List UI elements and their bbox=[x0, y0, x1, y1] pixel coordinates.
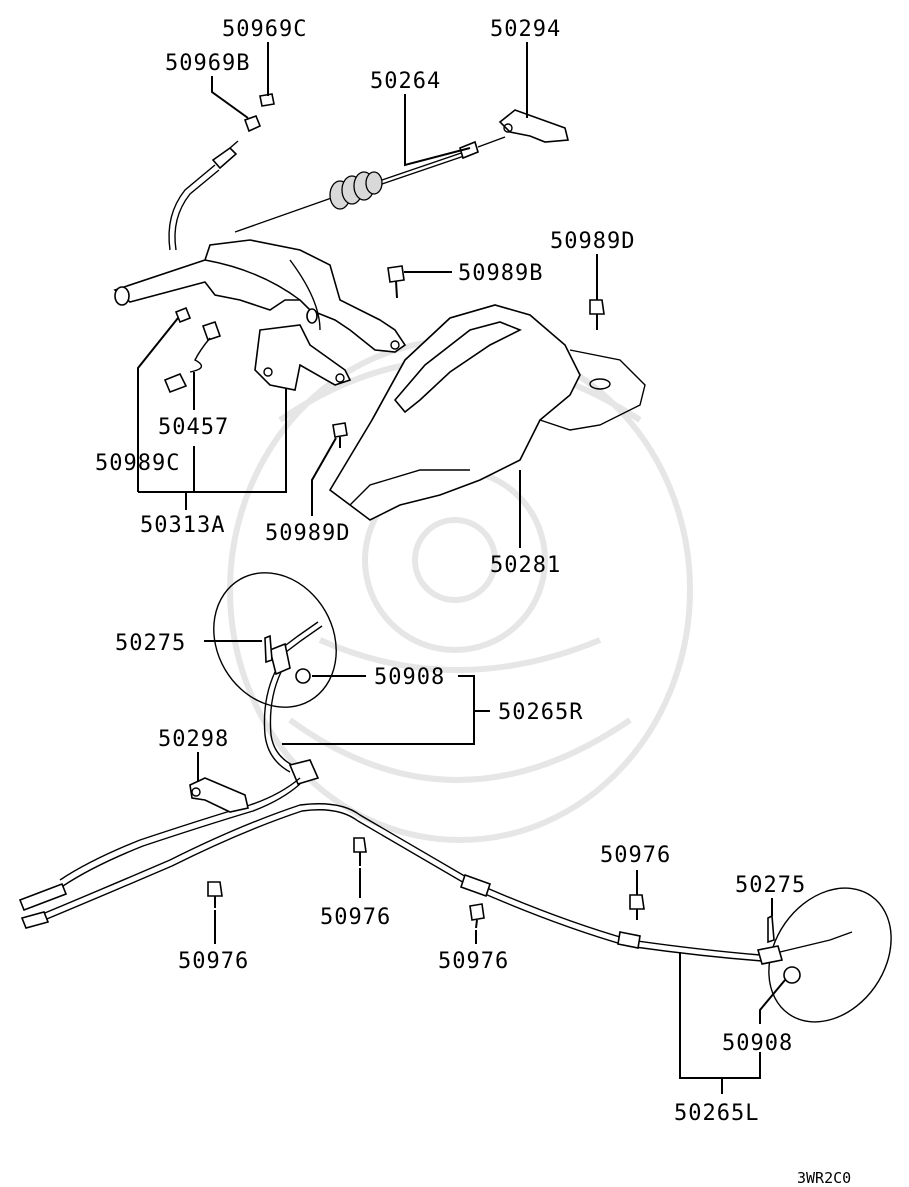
detail-circle-left bbox=[213, 572, 337, 708]
label-50294: 50294 bbox=[490, 17, 561, 42]
label-50969C: 50969C bbox=[222, 17, 307, 42]
label-50275-right: 50275 bbox=[735, 873, 806, 898]
label-50969B: 50969B bbox=[165, 51, 250, 76]
grommet-50908-right bbox=[783, 966, 801, 984]
bolt-50976-a bbox=[207, 881, 223, 908]
label-50976-b: 50976 bbox=[320, 905, 391, 930]
rear-cable-right-50265R bbox=[18, 621, 323, 912]
label-50976-c: 50976 bbox=[438, 949, 509, 974]
label-50313A: 50313A bbox=[140, 513, 225, 538]
front-cable-50264 bbox=[234, 136, 506, 233]
label-50989B: 50989B bbox=[458, 261, 543, 286]
label-50265R: 50265R bbox=[498, 700, 583, 725]
bolt-50976-b bbox=[353, 837, 367, 866]
diagram-code: 3WR2C0 bbox=[797, 1169, 851, 1187]
clip-50275-right bbox=[767, 914, 775, 944]
label-50908-right: 50908 bbox=[722, 1031, 793, 1056]
label-50281: 50281 bbox=[490, 553, 561, 578]
label-50989D-top: 50989D bbox=[550, 229, 635, 254]
bolt-50989B bbox=[387, 265, 405, 299]
bolt-50989D-mid bbox=[332, 422, 348, 448]
label-50275-left: 50275 bbox=[115, 631, 186, 656]
rear-cable-left-50265L bbox=[20, 803, 853, 965]
label-50976-d: 50976 bbox=[600, 843, 671, 868]
clip-50275-left bbox=[264, 634, 273, 664]
bolt-50989D-top bbox=[589, 299, 605, 330]
clip-50969B bbox=[243, 114, 262, 133]
bracket-50298 bbox=[189, 777, 249, 813]
label-50457: 50457 bbox=[158, 415, 229, 440]
equalizer-50294 bbox=[498, 109, 570, 143]
bolt-50989C bbox=[174, 306, 192, 324]
grommet-50908-left bbox=[295, 668, 311, 684]
label-50265L: 50265L bbox=[674, 1101, 759, 1126]
lever-cable-end bbox=[168, 140, 239, 251]
brake-switch-50457 bbox=[163, 320, 222, 394]
label-50264: 50264 bbox=[370, 69, 441, 94]
label-50976-a: 50976 bbox=[178, 949, 249, 974]
detail-circle-right bbox=[768, 887, 892, 1023]
label-50989D-mid: 50989D bbox=[265, 521, 350, 546]
parking-brake-lever bbox=[113, 239, 407, 391]
bolt-50976-d bbox=[629, 894, 645, 920]
label-50298: 50298 bbox=[158, 727, 229, 752]
bolt-50976-c bbox=[469, 903, 485, 929]
leader-lines bbox=[137, 42, 786, 1094]
console-cover-50281 bbox=[328, 304, 646, 521]
label-50908-left: 50908 bbox=[374, 665, 445, 690]
label-50989C: 50989C bbox=[95, 451, 180, 476]
